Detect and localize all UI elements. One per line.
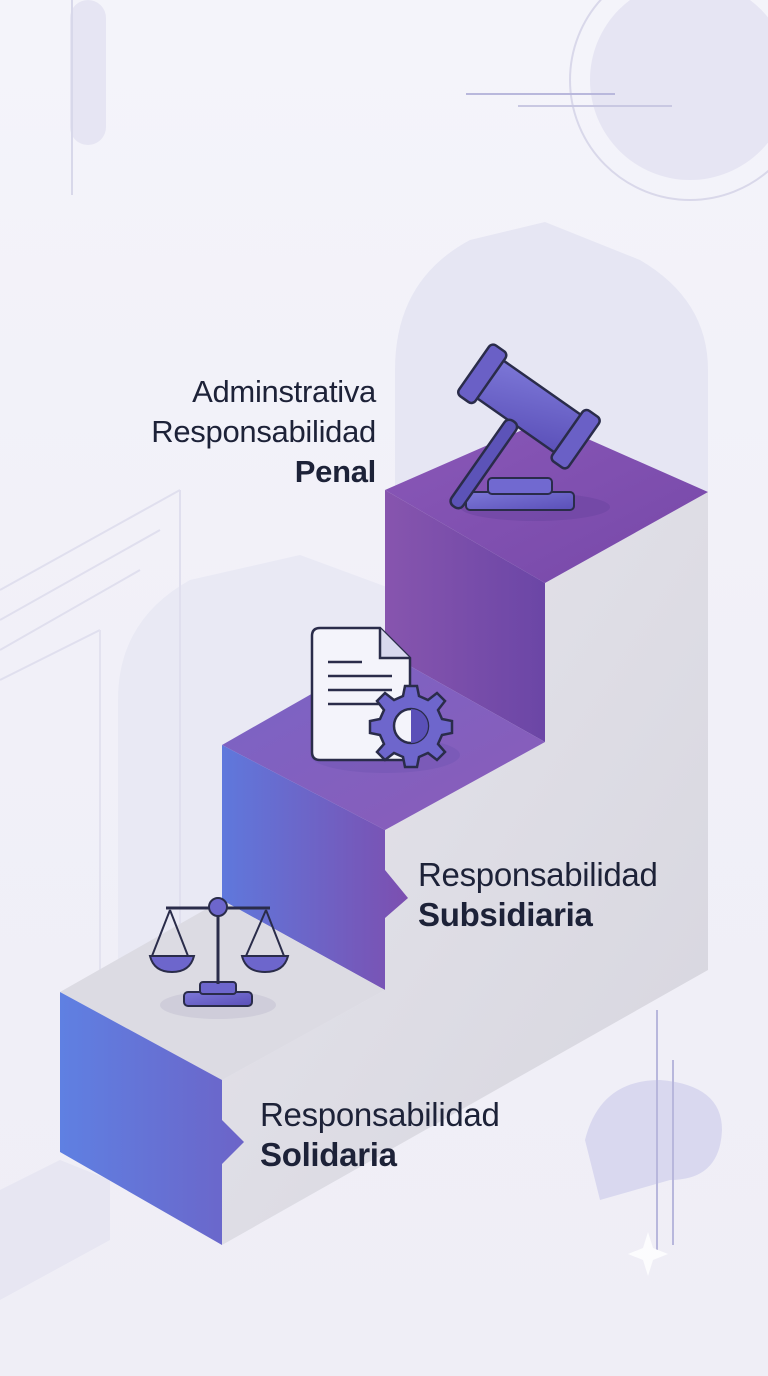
step-bottom-bold: Solidaria	[260, 1135, 397, 1173]
gavel-icon	[449, 343, 610, 521]
step-top-label: Adminstrativa Responsabilidad Penal	[0, 372, 376, 492]
scales-of-justice-icon	[148, 897, 290, 1019]
step-middle-bold: Subsidiaria	[418, 895, 593, 933]
step-bottom-riser	[60, 992, 244, 1245]
step-top-bold: Penal	[294, 454, 377, 489]
step-top-line1: Adminstrativa	[192, 374, 376, 409]
step-bottom-label: Responsabilidad Solidaria	[260, 1095, 500, 1174]
step-top-riser	[385, 490, 545, 742]
step-top-line2: Responsabilidad	[151, 414, 376, 449]
document-gear-icon	[310, 626, 460, 773]
step-middle-line1: Responsabilidad	[418, 856, 658, 893]
step-middle-riser	[222, 745, 408, 990]
step-bottom-line1: Responsabilidad	[260, 1096, 500, 1133]
step-middle-label: Responsabilidad Subsidiaria	[418, 855, 658, 934]
